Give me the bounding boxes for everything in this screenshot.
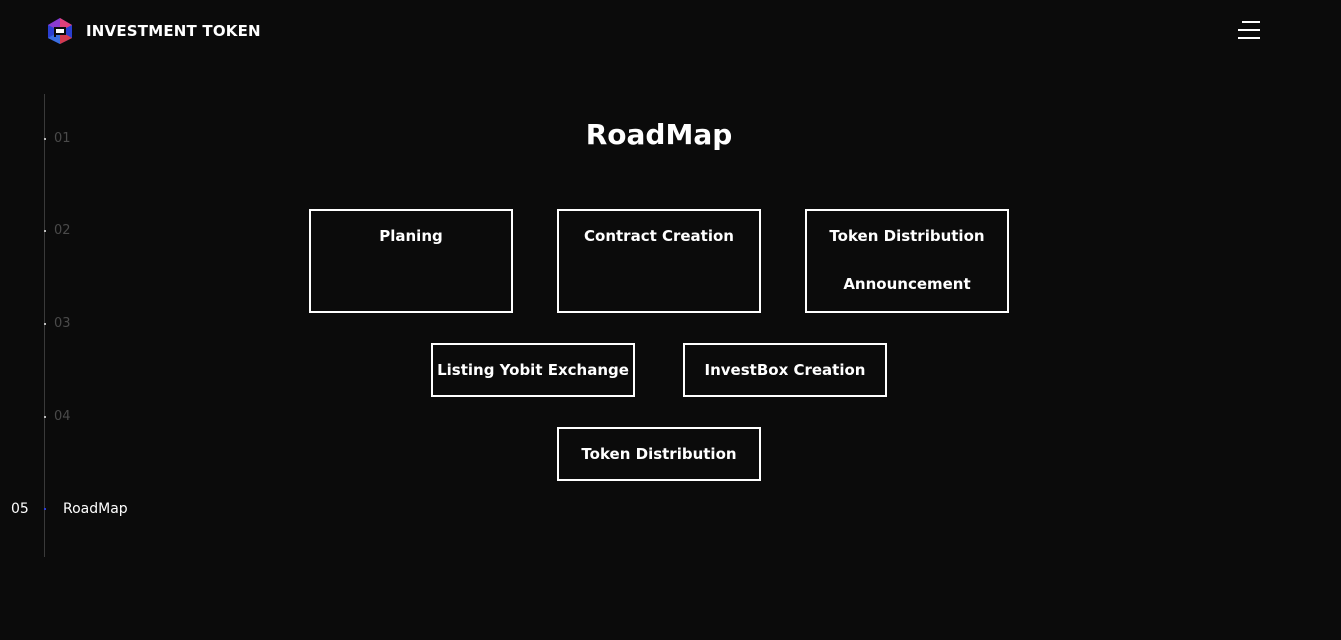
nav-dot [44,323,46,325]
card-label: Planing [379,227,443,245]
nav-number: 05 [11,501,29,517]
card-label: InvestBox Creation [704,361,866,379]
roadmap-card-token-distribution[interactable]: Token Distribution [557,427,761,481]
menu-button[interactable] [1234,18,1264,42]
roadmap-card-contract-creation[interactable]: Contract Creation [557,209,761,313]
nav-dot [44,230,46,232]
brand-name: INVESTMENT TOKEN [86,22,261,40]
roadmap-card-planing[interactable]: Planing [309,209,513,313]
nav-dot [44,138,46,140]
nav-dot [44,508,46,510]
nav-number: 04 [54,409,71,424]
nav-number: 03 [54,316,71,331]
roadmap-card-investbox-creation[interactable]: InvestBox Creation [683,343,887,397]
nav-number: 01 [54,131,71,146]
card-label: Token Distribution [829,227,985,245]
hexagon-logo-icon [48,18,72,44]
roadmap-card-token-distribution-announcement[interactable]: Token Distribution Announcement [805,209,1009,313]
side-nav-line [44,94,45,557]
card-label: Listing Yobit Exchange [437,361,629,379]
nav-label: RoadMap [63,501,128,517]
side-nav-item-05[interactable]: 05 RoadMap [0,499,140,519]
page-title: RoadMap [585,118,733,151]
card-label: Announcement [843,275,971,293]
roadmap-card-listing-yobit-exchange[interactable]: Listing Yobit Exchange [431,343,635,397]
brand[interactable]: INVESTMENT TOKEN [46,16,261,46]
card-label: Token Distribution [581,445,737,463]
nav-dot [44,416,46,418]
nav-number: 02 [54,223,71,238]
card-label: Contract Creation [584,227,734,245]
